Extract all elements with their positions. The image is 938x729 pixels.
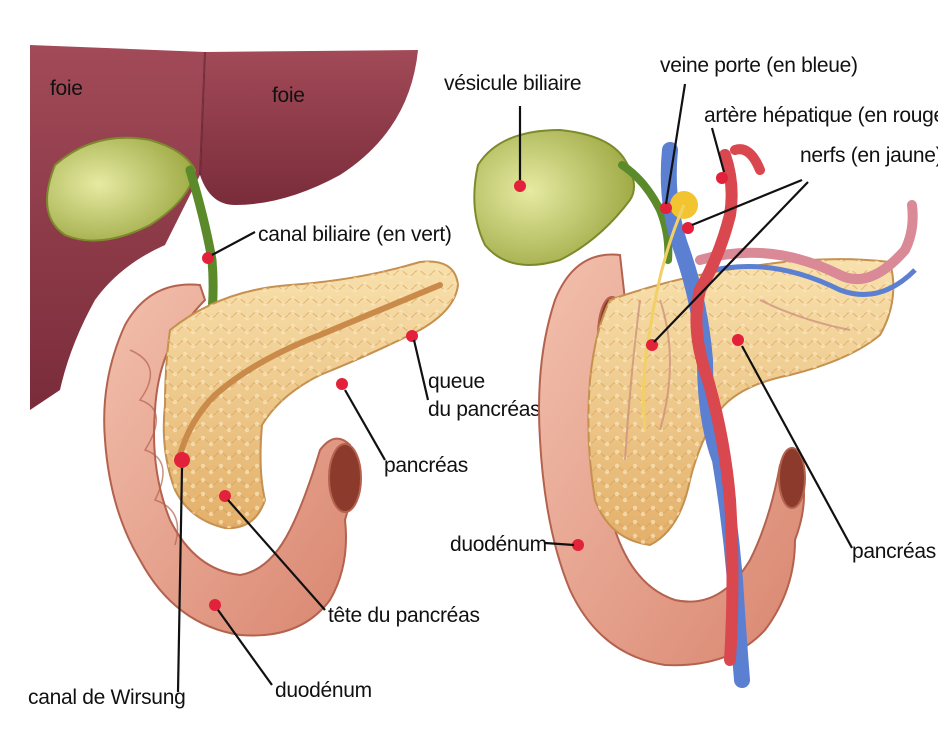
label-nerfs: nerfs (en jaune) (800, 144, 938, 167)
leader-queue (414, 340, 428, 400)
marker-artere (716, 172, 728, 184)
label-wirsung: canal de Wirsung (28, 686, 185, 709)
label-duodenum-left: duodénum (275, 679, 372, 702)
marker-duodenum-left (209, 599, 221, 611)
marker-vesicule (514, 180, 526, 192)
label-queue-line1: queue (428, 370, 485, 393)
gallbladder-right (474, 130, 634, 265)
label-veine-porte: veine porte (en bleue) (660, 54, 858, 77)
leader-nerfs-1 (692, 180, 802, 225)
label-tete: tête du pancréas (328, 604, 480, 627)
marker-pancreas-right (732, 334, 744, 346)
marker-wirsung (174, 452, 190, 468)
jejunum-lumen-right (779, 448, 805, 508)
label-duodenum-right: duodénum (450, 533, 547, 556)
duodenum-lumen-left (329, 444, 361, 512)
label-artere: artère hépatique (en rouge) (704, 104, 938, 127)
liver-right (200, 50, 418, 205)
label-vesicule: vésicule biliaire (444, 72, 581, 95)
left-figure: foie foie canal biliaire (en vert) queue… (28, 45, 540, 709)
label-foie-left: foie (50, 77, 83, 100)
leader-canal-biliaire (212, 232, 255, 255)
label-queue-line2: du pancréas (428, 398, 540, 421)
label-pancreas-left: pancréas (384, 454, 468, 477)
marker-queue (406, 330, 418, 342)
label-foie-right: foie (272, 84, 305, 107)
marker-pancreas-left (336, 378, 348, 390)
right-figure: vésicule biliaire veine porte (en bleue)… (444, 54, 938, 680)
label-pancreas-right: pancréas (852, 540, 936, 563)
label-canal-biliaire: canal biliaire (en vert) (258, 223, 452, 246)
